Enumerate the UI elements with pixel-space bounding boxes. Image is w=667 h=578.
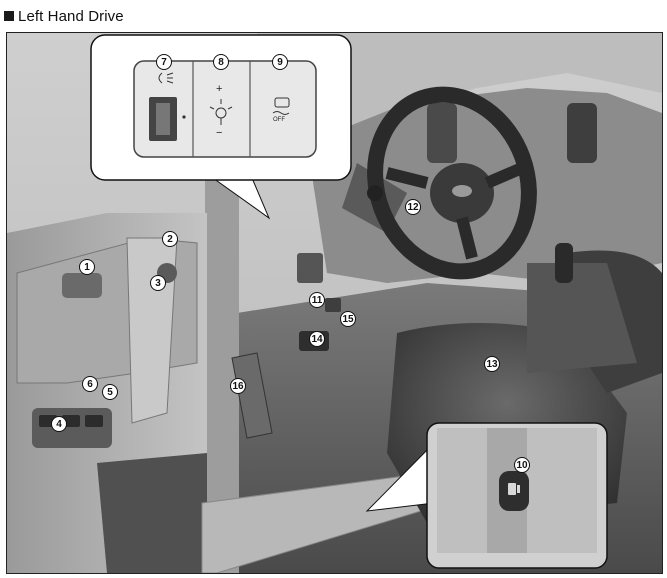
callout-11: 11 <box>309 292 325 308</box>
dial-indicator-dot <box>182 115 186 119</box>
esc-off-label: OFF <box>273 117 285 123</box>
inner-door-handle <box>62 273 102 298</box>
callout-9: 9 <box>272 54 288 70</box>
dial-wheel <box>156 103 170 135</box>
steering-logo <box>452 185 472 197</box>
steering-spoke <box>385 167 429 189</box>
lower-dash-switch <box>297 253 323 283</box>
brightness-plus-label: + <box>216 83 223 95</box>
brightness-minus-label: − <box>216 127 223 139</box>
callout-2: 2 <box>162 231 178 247</box>
steering-wheel-rim <box>367 86 537 280</box>
header-square-bullet <box>4 11 14 21</box>
callout-1: 1 <box>79 259 95 275</box>
callout-16: 16 <box>230 378 246 394</box>
brightness-icon <box>209 99 233 125</box>
steering-spoke <box>484 162 525 189</box>
callout-6: 6 <box>82 376 98 392</box>
callout-7: 7 <box>156 54 172 70</box>
callout-4: 4 <box>51 416 67 432</box>
callout-5: 5 <box>102 384 118 400</box>
interior-drawing <box>7 33 662 573</box>
callout-15: 15 <box>340 311 356 327</box>
fuel-pump-icon <box>508 483 520 495</box>
driver-vent <box>427 103 457 163</box>
callout-10: 10 <box>514 457 530 473</box>
callout-8: 8 <box>213 54 229 70</box>
center-vent <box>567 103 597 163</box>
gear-shifter <box>555 243 573 283</box>
callout-13: 13 <box>484 356 500 372</box>
hood-release-lever <box>325 298 341 312</box>
vehicle-interior-illustration: + − OFF 1 2 3 4 5 6 7 8 9 10 11 12 13 14… <box>6 32 663 574</box>
center-console <box>527 263 637 373</box>
steering-spoke <box>456 216 478 260</box>
ignition-switch <box>367 185 383 201</box>
figure-header: Left Hand Drive <box>4 6 124 26</box>
callout-14: 14 <box>309 331 325 347</box>
footrest <box>231 352 273 439</box>
figure-title: Left Hand Drive <box>18 7 124 25</box>
callout-12: 12 <box>405 199 421 215</box>
window-switch-panel <box>32 408 112 448</box>
esc-off-icon <box>272 97 290 115</box>
callout-3: 3 <box>150 275 166 291</box>
a-pillar <box>205 153 239 573</box>
window-switch <box>85 415 103 427</box>
headlight-icon <box>158 72 174 84</box>
door-pocket <box>97 453 207 573</box>
